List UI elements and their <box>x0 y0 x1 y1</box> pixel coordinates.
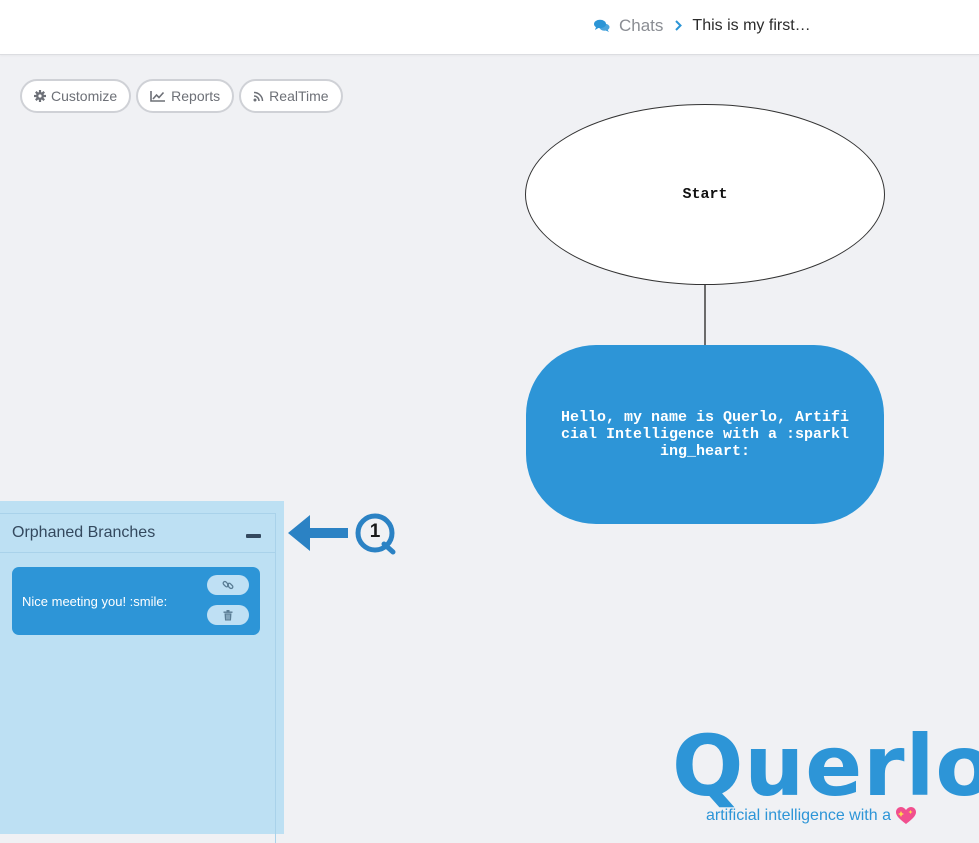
logo-wordmark: Querlo <box>672 717 979 815</box>
breadcrumb-current: This is my first… <box>692 17 811 34</box>
start-node-label: Start <box>682 186 728 203</box>
orphaned-branches-header: Orphaned Branches <box>0 513 275 553</box>
querlo-logo: Querlo artificial intelligence with a <box>672 717 979 824</box>
breadcrumb-chats-link[interactable]: Chats <box>594 16 663 36</box>
breadcrumb-chats-label: Chats <box>619 16 664 35</box>
link-button[interactable] <box>207 575 249 595</box>
line-chart-icon <box>150 91 166 102</box>
chevron-right-icon <box>675 18 683 34</box>
sparkling-heart-icon <box>895 807 916 824</box>
customize-label: Customize <box>51 88 118 104</box>
message-node-label: Hello, my name is Querlo, Artificial Int… <box>560 409 850 460</box>
callout-number: 1 <box>369 521 381 542</box>
link-icon <box>222 580 234 590</box>
toolbar: Customize Reports RealTime <box>20 79 348 113</box>
top-header: Chats This is my first… <box>0 0 979 55</box>
reports-label: Reports <box>171 88 221 104</box>
orphaned-branches-panel: Orphaned Branches Nice meeting you! :smi… <box>0 501 284 843</box>
breadcrumb: Chats This is my first… <box>594 14 811 38</box>
orphaned-branches-title: Orphaned Branches <box>12 524 156 541</box>
callout-badge: 1 <box>354 513 396 560</box>
customize-button[interactable]: Customize <box>20 79 132 113</box>
realtime-label: RealTime <box>269 88 329 104</box>
reports-button[interactable]: Reports <box>136 79 235 113</box>
rss-icon <box>253 91 264 101</box>
chat-bubbles-icon <box>594 19 610 32</box>
logo-tagline-text: artificial intelligence with a <box>706 807 891 824</box>
gear-icon <box>34 90 46 102</box>
orphaned-branches-inner: Orphaned Branches Nice meeting you! :smi… <box>0 513 276 843</box>
flow-connector <box>704 285 706 345</box>
orphan-branch-text: Nice meeting you! :smile: <box>22 594 168 609</box>
collapse-button[interactable] <box>246 534 261 538</box>
logo-tagline: artificial intelligence with a <box>706 806 917 826</box>
callout-arrow-icon <box>288 515 348 551</box>
trash-icon <box>223 609 233 620</box>
delete-button[interactable] <box>207 605 249 625</box>
start-node[interactable]: Start <box>525 104 885 285</box>
orphan-branch-card[interactable]: Nice meeting you! :smile: <box>12 567 260 635</box>
realtime-button[interactable]: RealTime <box>239 79 343 113</box>
message-node[interactable]: Hello, my name is Querlo, Artificial Int… <box>526 345 884 524</box>
